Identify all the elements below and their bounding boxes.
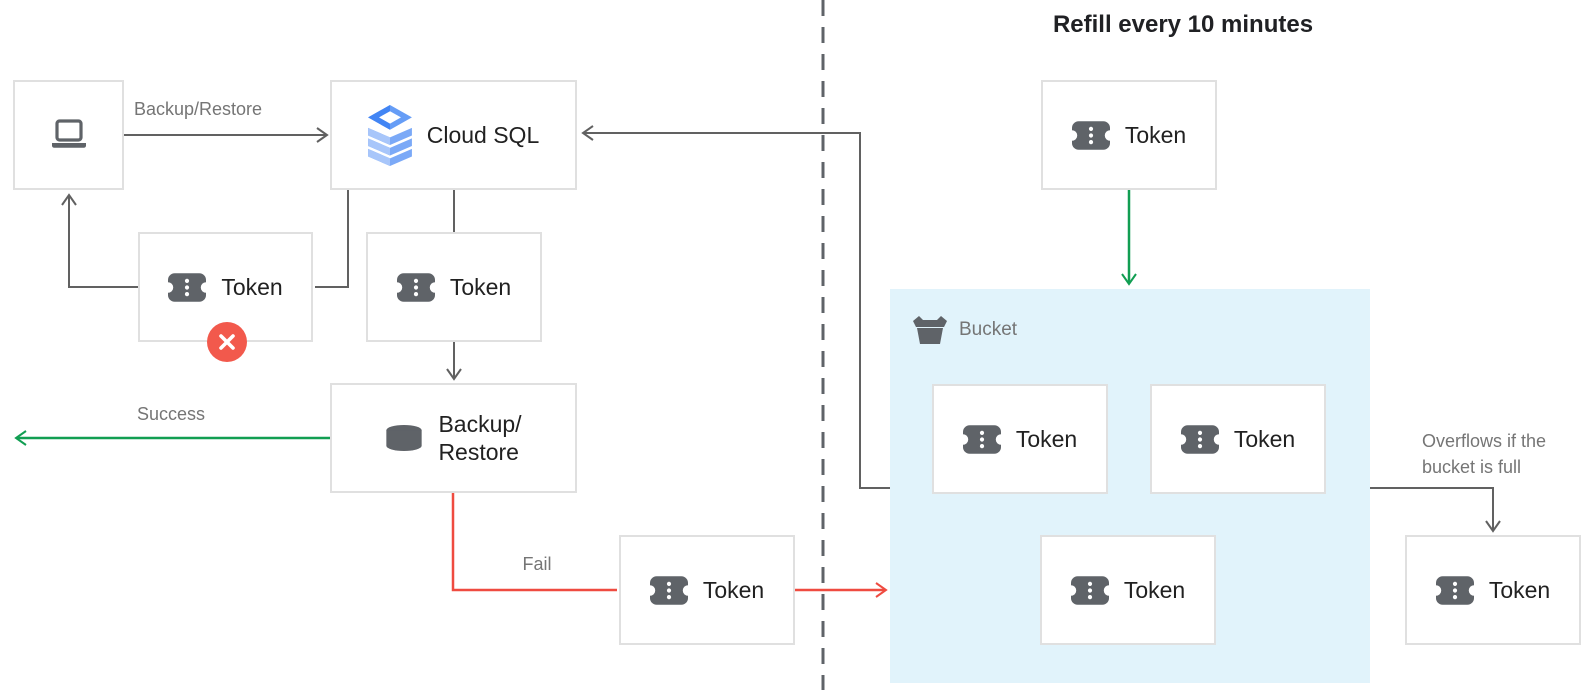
cloud-sql-label: Cloud SQL	[426, 121, 540, 148]
cloudsql-to-rejected-token-connector	[315, 189, 349, 288]
success-label: Success	[136, 404, 206, 424]
token-icon	[168, 271, 206, 304]
overflow-label-line2: bucket is full	[1422, 457, 1522, 477]
cloud-sql-node: Cloud SQL	[330, 80, 577, 190]
token-icon	[650, 574, 688, 607]
overflow-label: Overflows if the bucket is full	[1422, 428, 1582, 480]
bucket-icon	[912, 315, 948, 345]
database-icon	[385, 425, 423, 452]
token-label: Token	[449, 273, 512, 300]
token-icon	[963, 423, 1001, 456]
token-label: Token	[702, 576, 765, 603]
token-label: Token	[1015, 425, 1078, 452]
fail-label: Fail	[522, 554, 552, 574]
error-badge	[207, 322, 247, 362]
backup-restore-line1: Backup/	[438, 410, 522, 437]
token-node-bucket-1: Token	[932, 384, 1108, 494]
token-icon	[1072, 119, 1110, 152]
token-icon	[1436, 574, 1474, 607]
token-node-fail: Token	[619, 535, 795, 645]
backup-restore-line2: Restore	[438, 439, 519, 465]
refill-title: Refill every 10 minutes	[1052, 11, 1314, 38]
bucket-to-cloudsql-arrow	[581, 125, 890, 489]
token-label: Token	[1488, 576, 1551, 603]
cloud-sql-icon	[368, 105, 412, 166]
bucket-label-row: Bucket	[912, 315, 1017, 345]
overflow-label-line1: Overflows if the	[1422, 431, 1547, 451]
token-node-bucket-2: Token	[1150, 384, 1326, 494]
token-label: Token	[1123, 576, 1186, 603]
client-node	[13, 80, 124, 190]
fail-connector	[451, 493, 617, 592]
rejected-token-to-client-arrow	[61, 193, 138, 288]
laptop-icon	[49, 119, 89, 151]
backup-restore-node: Backup/ Restore	[330, 383, 577, 493]
token-node-consumed: Token	[366, 232, 542, 342]
bucket-label: Bucket	[959, 319, 1018, 340]
backup-restore-label: Backup/ Restore	[438, 410, 521, 466]
token-node-refill: Token	[1041, 80, 1217, 190]
backup-restore-flow-label: Backup/Restore	[133, 99, 263, 119]
token-icon	[397, 271, 435, 304]
token-label: Token	[221, 273, 283, 300]
overflow-arrow	[1370, 487, 1501, 533]
x-icon	[219, 334, 235, 350]
token-icon	[1071, 574, 1109, 607]
token-node-overflow: Token	[1405, 535, 1581, 645]
token-node-bucket-3: Token	[1040, 535, 1216, 645]
token-label: Token	[1124, 121, 1187, 148]
token-label: Token	[1233, 425, 1296, 452]
token-icon	[1181, 423, 1219, 456]
